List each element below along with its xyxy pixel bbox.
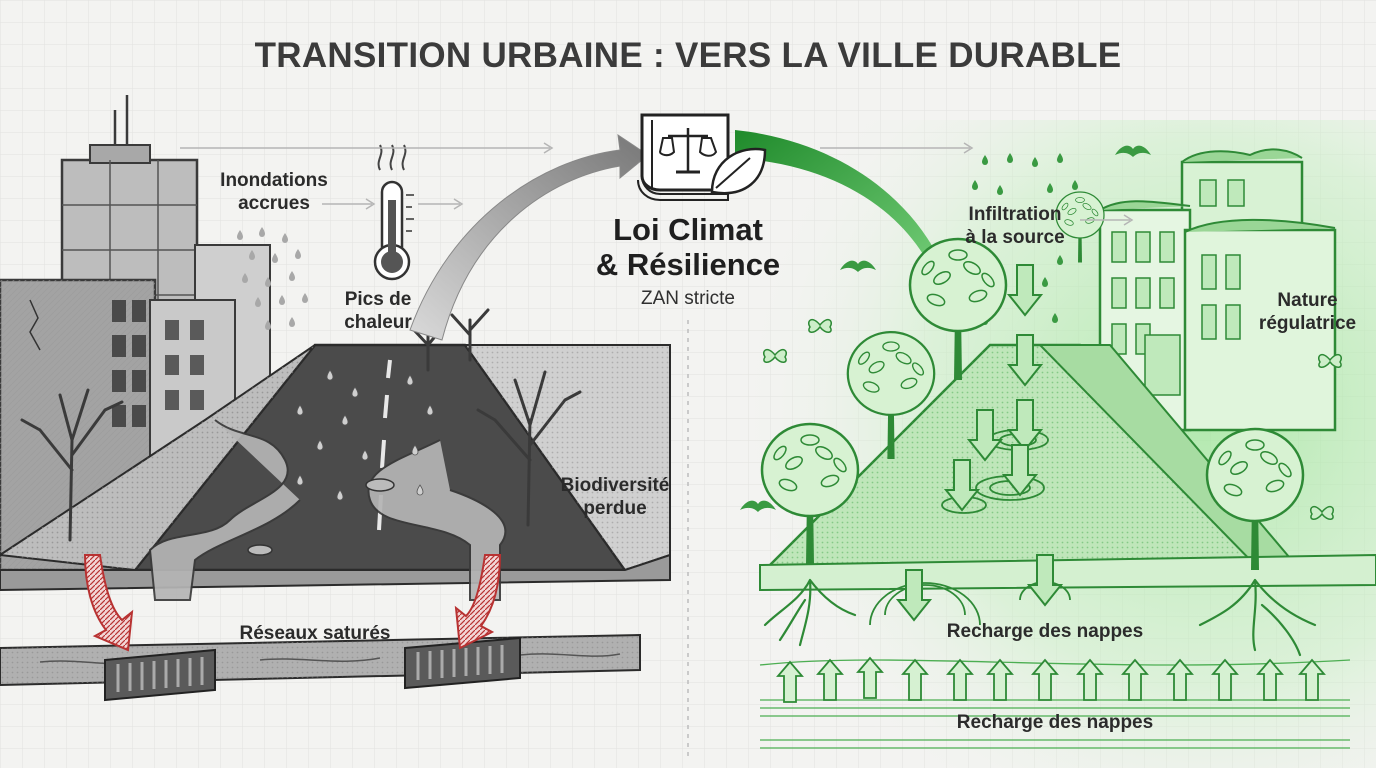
label-biodiversity: Biodiversité perdue xyxy=(560,475,670,520)
storm-drain-icon xyxy=(104,636,521,702)
law-title: Loi Climat & Résilience xyxy=(548,212,828,282)
overflow-arrow-icon xyxy=(83,554,502,652)
law-subtitle: ZAN stricte xyxy=(641,288,735,309)
label-heat: Pics de chaleur xyxy=(344,289,412,334)
label-recharge-lower: Recharge des nappes xyxy=(956,712,1154,733)
page-title: TRANSITION URBAINE : VERS LA VILLE DURAB… xyxy=(254,36,1122,75)
law-title-line2: & Résilience xyxy=(595,247,781,283)
label-recharge-upper: Recharge des nappes xyxy=(946,621,1144,642)
label-networks: Réseaux saturés xyxy=(239,623,391,644)
law-title-line1: Loi Climat xyxy=(613,212,763,247)
green-roof-building-icon xyxy=(1098,148,1337,432)
label-nature: Nature régulatrice xyxy=(1258,290,1357,335)
label-floods: Inondations accrues xyxy=(220,170,328,215)
label-infiltration: Infiltration à la source xyxy=(965,204,1065,249)
thermometer-icon xyxy=(373,144,414,281)
bare-tree-icon xyxy=(20,308,582,542)
law-book-scales-leaf-icon xyxy=(637,113,767,201)
